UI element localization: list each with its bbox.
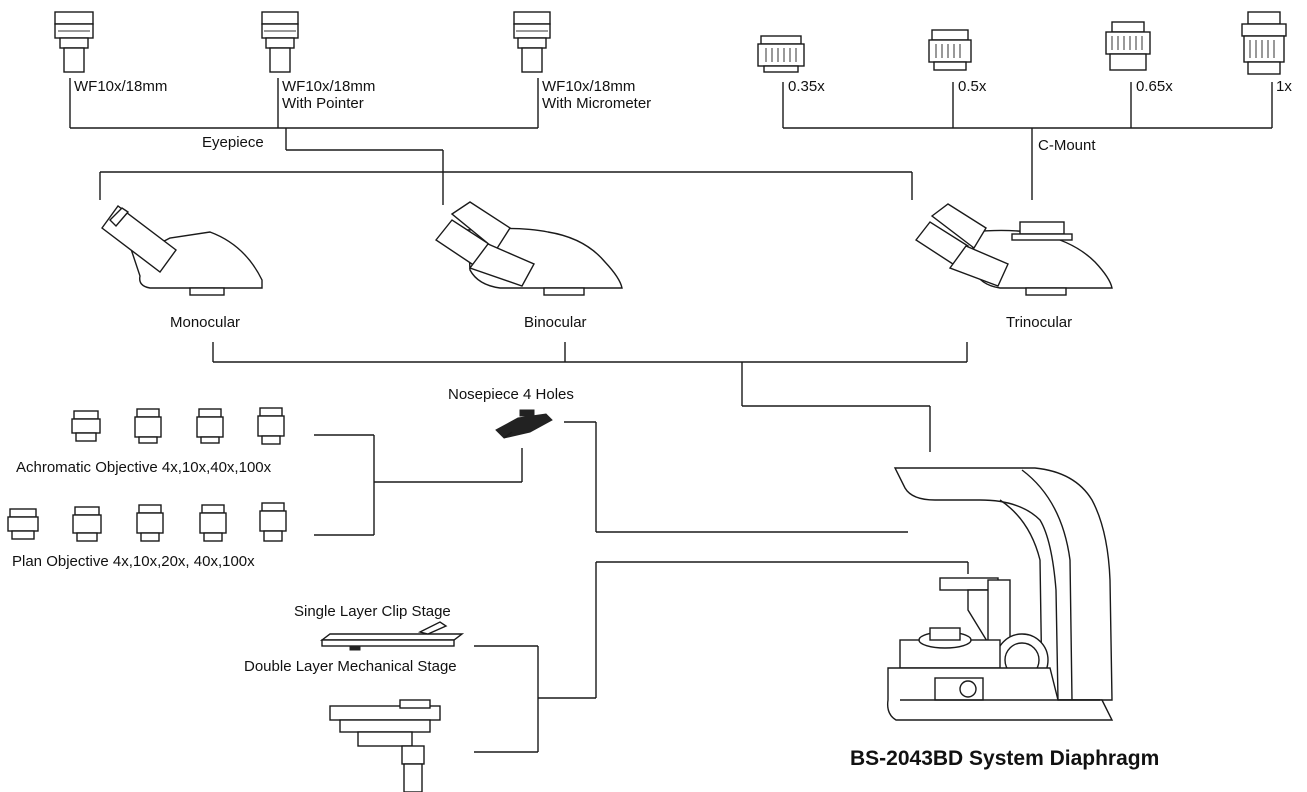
achromatic-objective-label: Achromatic Objective 4x,10x,40x,100x	[16, 459, 272, 476]
trinocular-head-icon	[914, 203, 1113, 296]
c-mount-label-4: 1x	[1276, 78, 1292, 95]
eyepiece-icon-1	[54, 11, 94, 73]
c-mount-icon-1	[757, 35, 805, 73]
eyepiece-connectors	[69, 78, 539, 205]
double-stage-icon	[329, 699, 441, 792]
heads-connectors	[212, 342, 968, 452]
c-mount-icon-4	[1241, 11, 1287, 75]
monocular-head-icon	[101, 205, 263, 296]
microscope-body-icon	[886, 467, 1114, 721]
eyepiece-label-1: WF10x/18mm	[74, 78, 168, 95]
binocular-head-icon	[434, 201, 623, 296]
eyepiece-group-label: Eyepiece	[202, 134, 264, 151]
eyepiece-label-3: WF10x/18mm With Micrometer	[542, 78, 652, 112]
eyepiece-label-2: WF10x/18mm With Pointer	[282, 78, 376, 112]
double-stage-label: Double Layer Mechanical Stage	[244, 658, 457, 675]
c-mount-connectors	[782, 82, 1273, 200]
c-mount-label-2: 0.5x	[958, 78, 987, 95]
c-mount-label-1: 0.35x	[788, 78, 825, 95]
c-mount-icon-2	[928, 29, 972, 71]
plan-objective-icons	[7, 502, 287, 542]
single-stage-label: Single Layer Clip Stage	[294, 603, 451, 620]
trinocular-label: Trinocular	[1006, 314, 1073, 331]
heads-bracket	[99, 171, 913, 200]
eyepiece-icon-2	[261, 11, 299, 73]
c-mount-group-label: C-Mount	[1038, 137, 1096, 154]
achromatic-objective-icons	[71, 407, 285, 445]
objective-connectors	[314, 434, 375, 536]
binocular-label: Binocular	[524, 314, 587, 331]
nosepiece-connectors	[374, 421, 908, 533]
c-mount-icon-3	[1105, 21, 1151, 71]
diagram-title: BS-2043BD System Diaphragm	[850, 747, 1160, 770]
plan-objective-label: Plan Objective 4x,10x,20x, 40x,100x	[12, 553, 255, 570]
stage-connectors	[474, 561, 969, 753]
monocular-label: Monocular	[170, 314, 241, 331]
single-stage-icon	[319, 621, 465, 651]
eyepiece-icon-3	[513, 11, 551, 73]
nosepiece-label: Nosepiece 4 Holes	[448, 386, 574, 403]
c-mount-label-3: 0.65x	[1136, 78, 1173, 95]
nosepiece-icon	[495, 409, 553, 439]
